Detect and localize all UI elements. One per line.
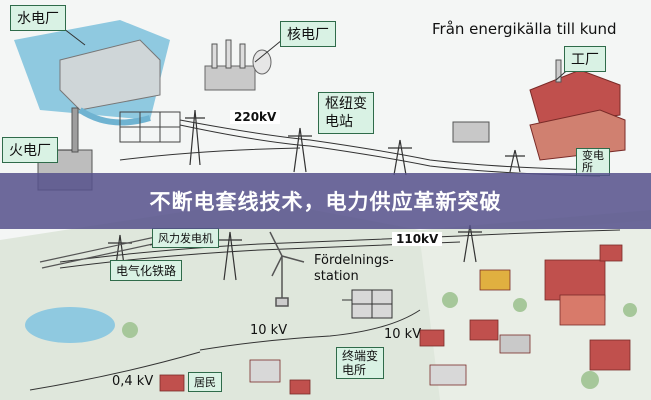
railway-track — [39, 235, 163, 269]
label-nuclear-plant: 核电厂 — [280, 21, 336, 47]
label-kv-04: 0,4 kV — [112, 374, 154, 389]
transmission-lines-upper — [119, 119, 601, 177]
nuclear-chimney-3 — [239, 43, 246, 69]
nuclear-building — [204, 65, 256, 91]
city-houses — [419, 244, 631, 386]
label-hub-substation: 枢纽变 电站 — [318, 92, 374, 134]
pylons-upper — [185, 109, 525, 176]
label-distribution-station: Fördelnings- station — [314, 253, 394, 284]
title-banner: 不断电套线技术，电力供应革新突破 — [0, 173, 651, 229]
label-hydro-plant: 水电厂 — [10, 5, 66, 31]
hub-substation-frames — [119, 111, 181, 143]
label-kv-110: 110kV — [392, 232, 443, 246]
label-kv-10-right: 10 kV — [384, 327, 422, 342]
thermal-chimney — [71, 107, 79, 153]
label-wind-power: 风力发电机 — [152, 228, 219, 248]
nuclear-chimney-1 — [211, 43, 218, 69]
banner-title: 不断电套线技术，电力供应革新突破 — [149, 190, 502, 214]
nuclear-dome — [252, 49, 272, 75]
river-outflow — [78, 107, 151, 126]
distribution-station-structure — [351, 289, 393, 319]
label-factory: 工厂 — [564, 46, 606, 72]
label-residents: 居民 — [188, 372, 222, 392]
dam-structure — [59, 39, 161, 111]
label-electrified-railway: 电气化铁路 — [110, 260, 183, 281]
label-transformer-station: 变电 所 — [576, 148, 610, 176]
wind-turbine — [269, 231, 305, 307]
nuclear-chimney-2 — [225, 39, 232, 69]
residential-houses — [159, 359, 311, 395]
label-thermal-plant: 火电厂 — [2, 137, 58, 163]
label-terminal-substation: 终端变 电所 — [336, 347, 385, 379]
factory-roof-2 — [529, 109, 626, 161]
lake — [25, 307, 115, 343]
city-trees — [122, 292, 637, 389]
factory-chimney — [555, 59, 562, 83]
label-kv-10-left: 10 kV — [250, 323, 288, 338]
label-kv-220: 220kV — [230, 110, 281, 124]
distant-building — [452, 121, 490, 143]
label-from-energy-source: Från energikälla till kund — [432, 20, 617, 38]
